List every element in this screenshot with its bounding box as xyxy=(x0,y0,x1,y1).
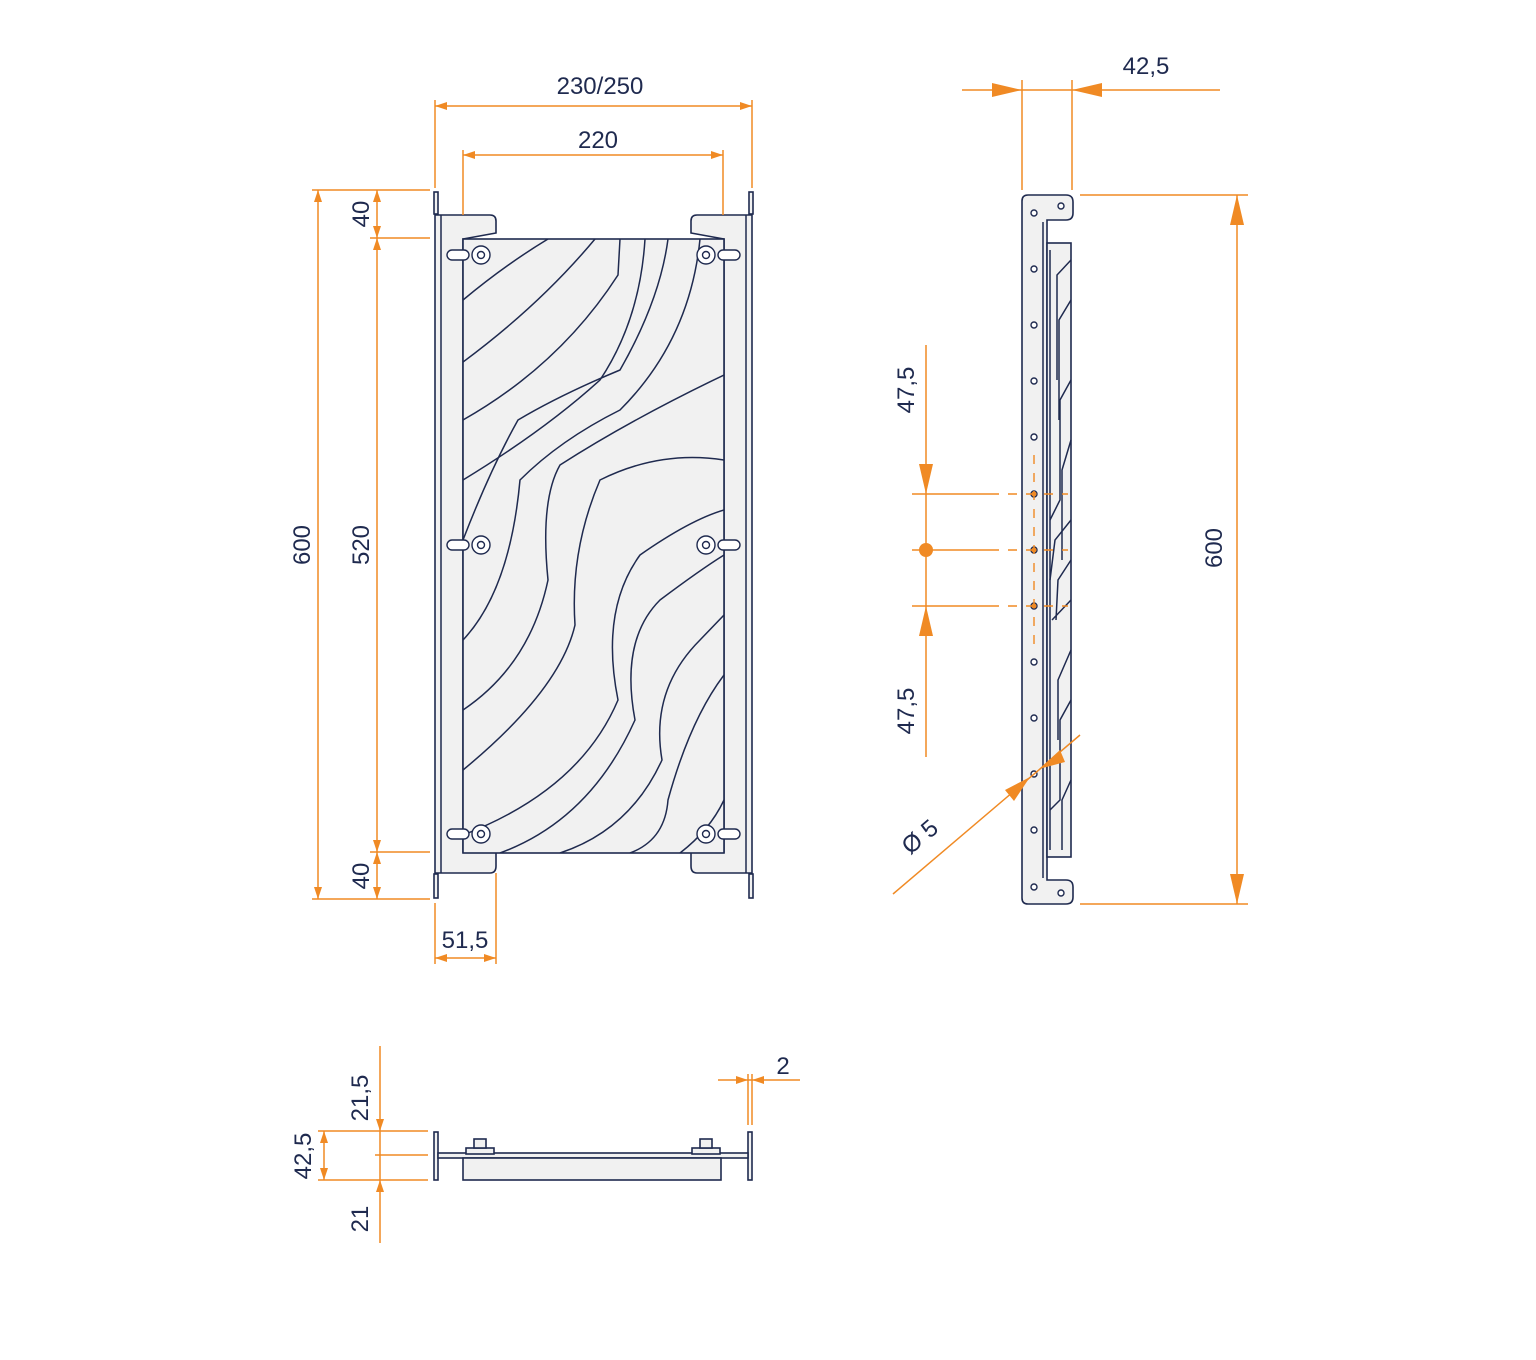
top-offset-label: 40 xyxy=(348,201,375,228)
dim-bracket-width: 51,5 xyxy=(434,873,497,964)
top-total-depth-label: 42,5 xyxy=(290,1133,317,1180)
side-rail xyxy=(1021,194,1074,905)
dim-front-height: 600 xyxy=(289,189,430,900)
dim-side-depth: 42,5 xyxy=(962,53,1220,190)
top-nuts xyxy=(465,1138,721,1155)
front-view: 230/250 220 600 xyxy=(289,73,754,964)
panel-width-label: 220 xyxy=(578,127,618,154)
mounting-slots xyxy=(446,249,741,840)
bottom-offset-label: 40 xyxy=(348,863,375,890)
wood-panel xyxy=(462,238,725,854)
side-height-label: 600 xyxy=(1201,528,1228,568)
dim-top-offsets: 21,5 42,5 21 xyxy=(290,1046,428,1243)
top-upper-offset-label: 21,5 xyxy=(347,1075,374,1122)
dim-hole-spacing: 47,5 47,5 xyxy=(893,345,1068,757)
dim-panel-width: 220 xyxy=(462,127,724,215)
dim-side-height: 600 xyxy=(1080,194,1248,905)
wood-grain xyxy=(463,239,724,853)
top-panel xyxy=(462,1157,722,1181)
sheet-thickness-label: 2 xyxy=(776,1053,789,1080)
front-height-label: 600 xyxy=(289,525,316,565)
overall-width-label: 230/250 xyxy=(557,73,644,100)
side-depth-label: 42,5 xyxy=(1123,53,1170,80)
panel-height-label: 520 xyxy=(348,525,375,565)
hole-diameter-label: Ø 5 xyxy=(897,814,944,860)
dim-front-segments: 40 520 40 xyxy=(348,190,430,899)
screws xyxy=(471,245,716,844)
top-lower-offset-label: 21 xyxy=(347,1206,374,1233)
upper-spacing-label: 47,5 xyxy=(893,367,920,414)
side-view: 42,5 47,5 47,5 Ø 5 xyxy=(892,53,1248,905)
top-view: 21,5 42,5 21 2 xyxy=(290,1046,800,1243)
lower-spacing-label: 47,5 xyxy=(893,688,920,735)
dim-sheet-thickness: 2 xyxy=(718,1053,800,1125)
bracket-width-label: 51,5 xyxy=(442,927,489,954)
dim-overall-width: 230/250 xyxy=(434,73,753,188)
